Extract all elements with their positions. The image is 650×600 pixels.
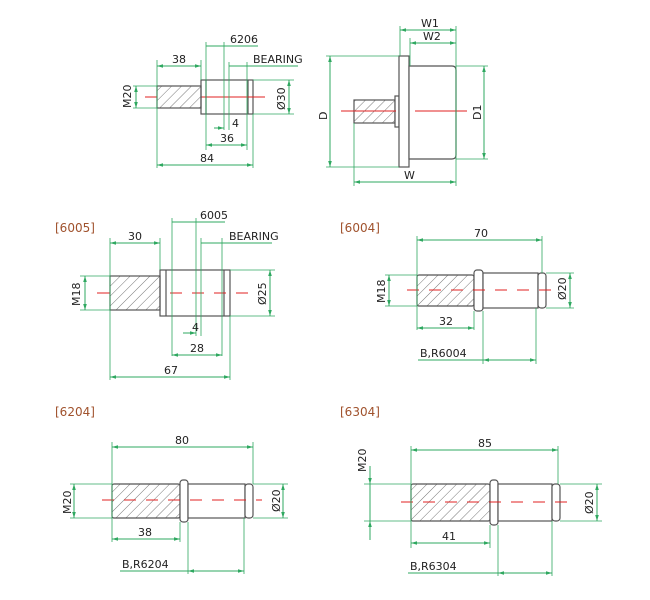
bearing-label: BEARING: [229, 230, 279, 243]
diameter: Ø30: [275, 87, 288, 110]
dim-38: 38: [138, 526, 152, 539]
bearing-reference: B,R6004: [420, 347, 467, 360]
shaft-drawing-6204: [6204] 80 M20 Ø20 38 B,R6204: [55, 405, 288, 574]
diameter: Ø20: [583, 491, 596, 514]
dim-36: 36: [220, 132, 234, 145]
shaft-drawing-6004: [6004] 70 M18 Ø20 32 B,R6004: [340, 221, 574, 364]
diameter-d1: D1: [471, 105, 484, 120]
dim-4: 4: [192, 321, 199, 334]
diameter: Ø20: [270, 489, 283, 512]
dim-32: 32: [439, 315, 453, 328]
thread-size: M20: [121, 85, 134, 109]
dim-67: 67: [164, 364, 178, 377]
bearing-reference: B,R6204: [122, 558, 169, 571]
section-label: [6204]: [55, 405, 95, 419]
diameter: Ø20: [556, 277, 569, 300]
dim-84: 84: [200, 152, 214, 165]
dim-38: 38: [172, 53, 186, 66]
dim-30: 30: [128, 230, 142, 243]
dim-28: 28: [190, 342, 204, 355]
bearing-label: BEARING: [253, 53, 303, 66]
dim-85: 85: [478, 437, 492, 450]
dim-80: 80: [175, 434, 189, 447]
roller-general-drawing: W1 W2 D D1 W: [317, 17, 488, 186]
width-w1: W1: [421, 17, 439, 30]
dim-4: 4: [232, 117, 239, 130]
diameter-d: D: [317, 112, 330, 120]
width-w2: W2: [423, 30, 441, 43]
bearing-number: 6005: [200, 209, 228, 222]
diameter: Ø25: [256, 282, 269, 305]
thread-size: M18: [375, 280, 388, 304]
section-label: [6004]: [340, 221, 380, 235]
bearing-reference: B,R6304: [410, 560, 457, 573]
shaft-drawing-6304: [6304] 85 M20 Ø20 41 B,R6304: [340, 405, 602, 576]
thread-size: M20: [356, 449, 369, 473]
width-w: W: [404, 169, 415, 182]
bearing-number: 6206: [230, 33, 258, 46]
section-label: [6005]: [55, 221, 95, 235]
section-label: [6304]: [340, 405, 380, 419]
dim-70: 70: [474, 227, 488, 240]
shaft-drawing-6206: 38 6206 BEARING M20 Ø30 4 36 84: [121, 33, 303, 168]
thread-size: M20: [61, 491, 74, 515]
threaded-section: [156, 85, 202, 109]
shaft-drawing-6005: [6005] 30 6005 BEARING M18 Ø25 4 28 67: [55, 209, 279, 380]
dim-41: 41: [442, 530, 456, 543]
thread-size: M18: [70, 283, 83, 307]
